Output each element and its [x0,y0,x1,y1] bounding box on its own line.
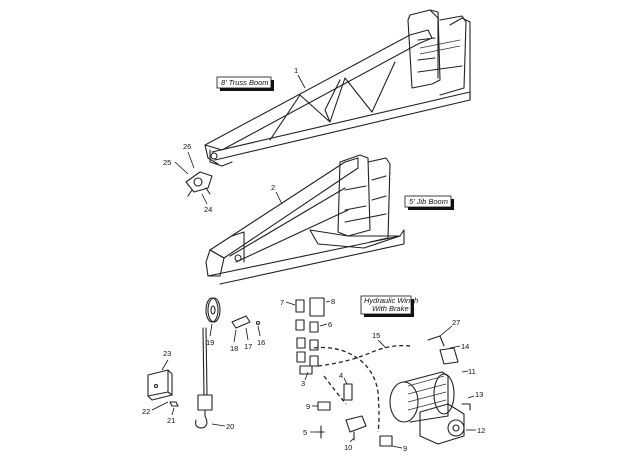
clamp-assembly: 26 25 24 [163,142,213,214]
part-number-7: 7 [280,298,284,307]
part-number-21: 21 [167,416,175,425]
part-number-4: 4 [339,371,343,380]
part-number-16: 16 [257,338,265,347]
hydraulic-hoses: 15 [313,331,411,433]
part-number-22: 22 [142,407,150,416]
jib-boom: 2 [205,154,405,285]
part-number-2: 2 [271,183,275,192]
winch-label-line2: With Brake [372,304,409,313]
truss-boom-label: 8' Truss Boom [221,78,269,87]
part-number-11: 11 [468,367,476,376]
part-number-26: 26 [183,142,191,151]
part-number-12: 12 [477,426,485,435]
truss-boom-callout: 8' Truss Boom [216,76,274,91]
part-number-6: 6 [328,320,332,329]
part-number-25: 25 [163,158,171,167]
hydraulic-winch: 11 12 13 14 27 9 [379,318,485,453]
jib-boom-callout: 5' Jib Boom [404,195,454,210]
truss-boom: 1 [204,9,471,167]
winch-label-line1: Hydraulic Winch [364,296,418,305]
part-number-1: 1 [294,66,298,75]
part-number-5: 5 [303,428,307,437]
sheave-and-hook: 19 18 17 16 20 [195,297,265,431]
part-number-19: 19 [206,338,214,347]
winch-callout: Hydraulic Winch With Brake [360,295,418,317]
part-number-14: 14 [461,342,469,351]
part-number-9b: 9 [403,444,407,453]
control-box: 23 22 21 [142,349,179,425]
part-number-15: 15 [372,331,380,340]
hydraulic-fittings: 7 8 6 3 4 9 5 10 [280,297,367,452]
part-number-23: 23 [163,349,171,358]
part-number-8: 8 [331,297,335,306]
jib-boom-label: 5' Jib Boom [409,197,448,206]
part-number-24: 24 [204,205,212,214]
part-number-3: 3 [301,379,305,388]
part-number-17: 17 [244,342,252,351]
part-number-9a: 9 [306,402,310,411]
part-number-20: 20 [226,422,234,431]
part-number-13: 13 [475,390,483,399]
part-number-27: 27 [452,318,460,327]
part-number-10: 10 [344,443,352,452]
part-number-18: 18 [230,344,238,353]
